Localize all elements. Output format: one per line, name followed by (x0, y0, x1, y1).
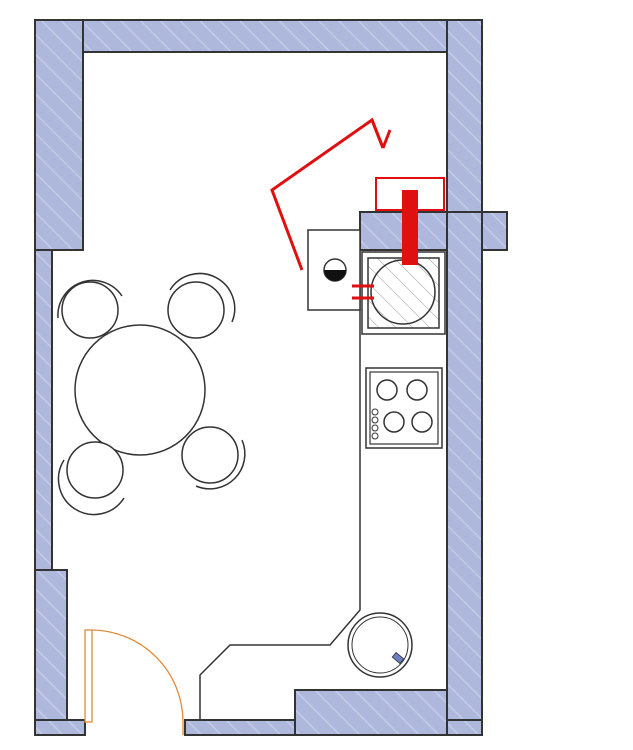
wall-right-lower (446, 211, 483, 736)
red-markers (270, 117, 445, 300)
cooktop-icon (365, 367, 443, 449)
chair-icon (57, 279, 123, 339)
wall-right-upper (446, 19, 483, 213)
dining-set (57, 272, 246, 516)
kitchen-counter-outline (199, 250, 361, 720)
dining-table-icon (74, 324, 206, 456)
wall-bottom-left-stub (34, 719, 86, 736)
washing-machine-icon (307, 229, 361, 311)
sink-icon (361, 251, 446, 335)
wall-left-middle (34, 249, 53, 571)
chair-icon (57, 441, 125, 516)
door-swing-icon (84, 629, 184, 735)
wall-top (34, 19, 483, 53)
chair-icon (167, 272, 236, 339)
pipe-marker (402, 190, 418, 265)
wall-left-lower (34, 569, 68, 736)
wall-bottom-niche (294, 689, 448, 736)
walls (34, 19, 508, 736)
boiler-icon (347, 612, 413, 678)
chair-icon (181, 426, 246, 490)
wall-left-upper (34, 19, 84, 251)
